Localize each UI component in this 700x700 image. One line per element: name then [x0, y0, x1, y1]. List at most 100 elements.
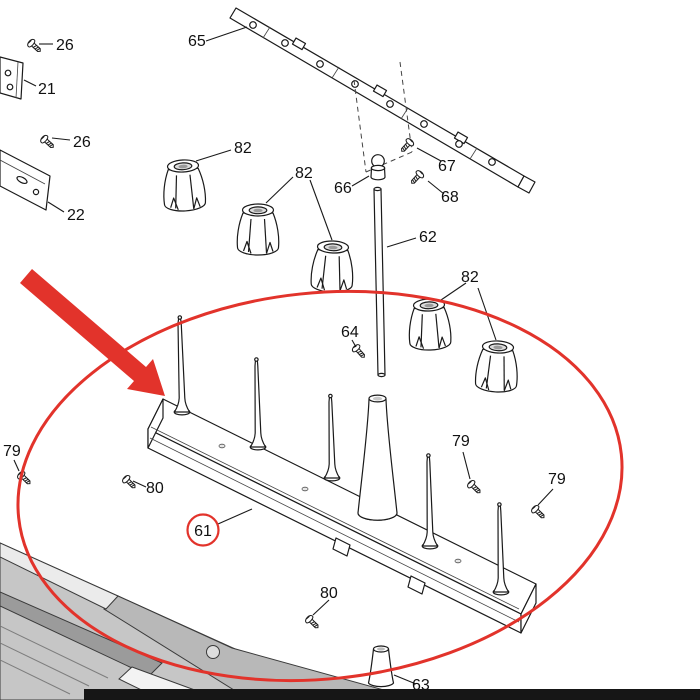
bracket-21-hole: [4, 69, 12, 77]
bottom-bar: [84, 689, 700, 700]
screw-79-mid: [465, 478, 484, 497]
base-right-end: [520, 583, 537, 634]
rod-62: [373, 186, 386, 378]
bracket-22-slot: [16, 175, 28, 185]
pin-6: [492, 502, 510, 596]
bracket-22-fold: [0, 159, 46, 185]
cap-rim: [370, 164, 386, 172]
screw-67: [397, 136, 416, 155]
leader-line: [217, 508, 253, 525]
leader-line: [47, 201, 65, 213]
rail-hole: [386, 100, 394, 108]
bracket-22-hole: [32, 188, 40, 196]
rail-hole: [455, 140, 463, 148]
bracket-22: [0, 149, 51, 211]
pin-1: [173, 315, 191, 416]
cone-82-5: [474, 339, 520, 394]
callout-66: 66: [334, 180, 352, 197]
callout-82-a: 82: [234, 140, 252, 157]
dashed-guide: [353, 61, 413, 173]
callout-82-b: 82: [295, 165, 313, 182]
base-clip: [407, 575, 426, 595]
leader-line: [440, 282, 467, 301]
screw-26-mid: [38, 133, 57, 152]
center-tube: [357, 394, 398, 521]
highlight-ellipse: [16, 289, 624, 683]
leader-line: [393, 674, 417, 685]
base-61: [147, 315, 537, 634]
highlight-arrow: [20, 269, 165, 396]
rail-seam: [262, 26, 271, 39]
rod-top: [373, 186, 382, 192]
callout-64: 64: [341, 324, 359, 341]
leader-line: [265, 176, 294, 204]
rail-hole: [249, 21, 257, 29]
rod-bottom: [377, 372, 386, 378]
callout-67: 67: [438, 158, 456, 175]
callout-22: 22: [67, 207, 85, 224]
guide-line: [353, 79, 367, 173]
frame-rib: [0, 659, 71, 695]
part-63-hole: [377, 647, 385, 651]
bracket-21: [0, 56, 24, 100]
leader-line: [351, 175, 370, 187]
callout-79-right: 79: [548, 471, 566, 488]
guide-line: [399, 61, 413, 153]
highlight-annotations: [16, 269, 624, 683]
callout-26-mid: 26: [73, 134, 91, 151]
leader-line: [309, 179, 333, 241]
screw-80-bottom: [303, 613, 322, 632]
pin-2: [249, 357, 267, 451]
callout-63: 63: [412, 677, 430, 694]
machine-frame: [0, 542, 421, 700]
frame-rib: [0, 642, 90, 687]
leader-line: [462, 451, 471, 480]
pin-5: [421, 453, 439, 550]
rail-hole: [488, 158, 496, 166]
rod-body: [373, 188, 386, 376]
screw-64: [350, 342, 369, 361]
base-top-face: [147, 398, 537, 615]
base-edge-line: [150, 426, 520, 610]
leader-line: [132, 480, 147, 488]
rail-seam: [331, 66, 340, 79]
rail-tab: [372, 84, 388, 98]
callout-21: 21: [38, 81, 56, 98]
callout-labels: 26 21 26 22 65 82 82 66 67 68 62 82 64 7…: [3, 33, 566, 694]
frame-boss: [206, 645, 220, 659]
callout-80-bottom: 80: [320, 585, 338, 602]
rail-65: [229, 7, 536, 194]
bracket-21-hole: [6, 83, 14, 91]
leader-line: [386, 237, 417, 248]
callout-62: 62: [419, 229, 437, 246]
highlight-circle-61: [186, 513, 220, 547]
leader-line: [427, 180, 445, 195]
base-hole: [454, 558, 462, 564]
cone-82-2: [236, 203, 280, 256]
rail-hole: [316, 60, 324, 68]
callout-68: 68: [441, 189, 459, 206]
base-hole: [301, 486, 309, 492]
part-66-cap: [370, 154, 386, 181]
bracket-21-fold: [15, 61, 19, 99]
screw-68: [407, 168, 426, 187]
leader-line: [416, 147, 442, 162]
cone-82-1: [161, 158, 207, 213]
screw-79-right: [529, 503, 548, 522]
base-hole: [218, 443, 226, 449]
callout-82-c: 82: [461, 269, 479, 286]
callout-65: 65: [188, 33, 206, 50]
leader-line: [195, 149, 232, 162]
cone-82-3: [310, 239, 355, 294]
leader-line: [312, 599, 330, 616]
leader-line: [51, 137, 71, 141]
leader-line: [13, 459, 20, 472]
base-left-end: [147, 398, 164, 449]
base-ridge-line: [149, 437, 520, 623]
rail-hole: [281, 39, 289, 47]
rail-end-bend: [517, 175, 536, 194]
callout-79-left: 79: [3, 443, 21, 460]
pin-3: [323, 393, 341, 482]
